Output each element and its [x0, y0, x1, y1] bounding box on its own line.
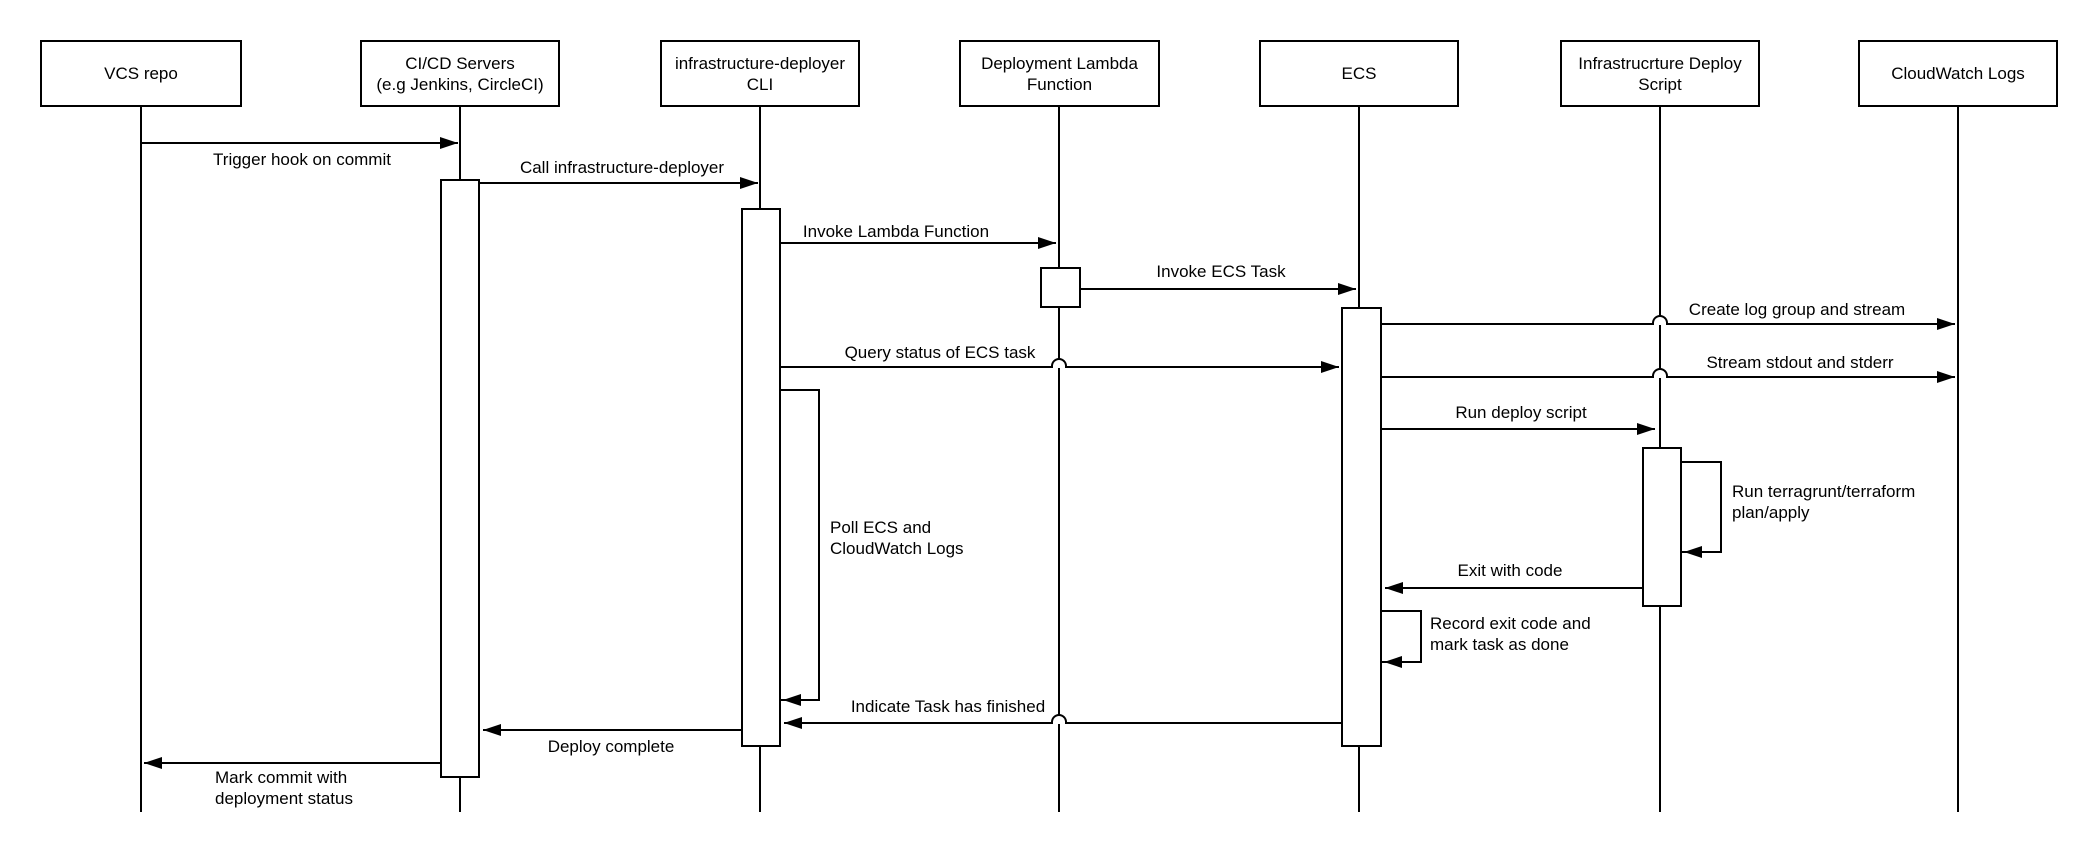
lifeline-lambda: [1058, 107, 1060, 812]
self-loop-arrowhead-2: [1384, 656, 1402, 668]
message-arrowhead-3: [1338, 283, 1356, 295]
activation-bar-lambda: [1040, 267, 1081, 308]
activation-bar-ecs: [1341, 307, 1382, 747]
actor-box-lambda: Deployment Lambda Function: [959, 40, 1160, 107]
message-arrowhead-8: [1385, 582, 1403, 594]
self-loop-side-2: [1420, 610, 1422, 663]
self-loop-arrowhead-0: [783, 694, 801, 706]
message-label-0: Trigger hook on commit: [213, 150, 391, 169]
self-loop-side-1: [1720, 461, 1722, 553]
self-loop-label-1: Run terragrunt/terraform plan/apply: [1732, 482, 1916, 522]
message-arrowhead-10: [483, 724, 501, 736]
actor-box-ecs: ECS: [1259, 40, 1459, 107]
line-hop: [1652, 315, 1668, 325]
self-loop-bottom-2: [1382, 661, 1422, 663]
self-loop-top-0: [781, 389, 820, 391]
message-label-11: Mark commit with deployment status: [215, 768, 353, 808]
actor-box-vcs: VCS repo: [40, 40, 242, 107]
message-arrowhead-2: [1038, 237, 1056, 249]
self-loop-label-2: Record exit code and mark task as done: [1430, 614, 1591, 654]
message-line-0: [141, 142, 458, 144]
message-arrowhead-1: [740, 177, 758, 189]
self-loop-bottom-1: [1682, 551, 1722, 553]
message-arrowhead-4: [1937, 318, 1955, 330]
message-line-4: [1382, 323, 1955, 325]
line-hop: [1051, 714, 1067, 724]
self-loop-top-1: [1682, 461, 1722, 463]
line-hop: [1051, 358, 1067, 368]
message-arrowhead-5: [1321, 361, 1339, 373]
actor-box-cicd: CI/CD Servers (e.g Jenkins, CircleCI): [360, 40, 560, 107]
activation-bar-cli: [741, 208, 781, 747]
message-arrowhead-11: [144, 757, 162, 769]
lifeline-vcs: [140, 107, 142, 812]
message-arrowhead-7: [1637, 423, 1655, 435]
message-line-6: [1382, 376, 1955, 378]
activation-bar-cicd: [440, 179, 480, 778]
message-line-1: [480, 182, 758, 184]
activation-bar-deploy-script: [1642, 447, 1682, 607]
message-label-8: Exit with code: [1457, 561, 1563, 580]
line-hop: [1652, 368, 1668, 378]
message-line-7: [1382, 428, 1655, 430]
self-loop-arrowhead-1: [1684, 546, 1702, 558]
message-label-5: Query status of ECS task: [844, 343, 1036, 362]
message-arrowhead-0: [440, 137, 458, 149]
message-label-6: Stream stdout and stderr: [1706, 353, 1894, 372]
message-label-4: Create log group and stream: [1688, 300, 1906, 319]
message-label-7: Run deploy script: [1455, 403, 1587, 422]
message-label-10: Deploy complete: [547, 737, 675, 756]
message-label-9: Indicate Task has finished: [850, 697, 1046, 716]
message-label-3: Invoke ECS Task: [1156, 262, 1286, 281]
self-loop-label-0: Poll ECS and CloudWatch Logs: [830, 518, 964, 558]
message-line-8: [1385, 587, 1642, 589]
actor-box-cli: infrastructure-deployer CLI: [660, 40, 860, 107]
message-arrowhead-9: [784, 717, 802, 729]
message-label-1: Call infrastructure-deployer: [519, 158, 725, 177]
actor-box-deploy-script: Infrastrucrture Deploy Script: [1560, 40, 1760, 107]
message-arrowhead-6: [1937, 371, 1955, 383]
actor-box-cloudwatch: CloudWatch Logs: [1858, 40, 2058, 107]
lifeline-cloudwatch: [1957, 107, 1959, 812]
message-line-10: [483, 729, 741, 731]
message-line-3: [1081, 288, 1356, 290]
message-line-11: [144, 762, 440, 764]
message-line-2: [781, 242, 1056, 244]
message-label-2: Invoke Lambda Function: [802, 222, 990, 241]
self-loop-side-0: [818, 389, 820, 701]
self-loop-top-2: [1382, 610, 1422, 612]
